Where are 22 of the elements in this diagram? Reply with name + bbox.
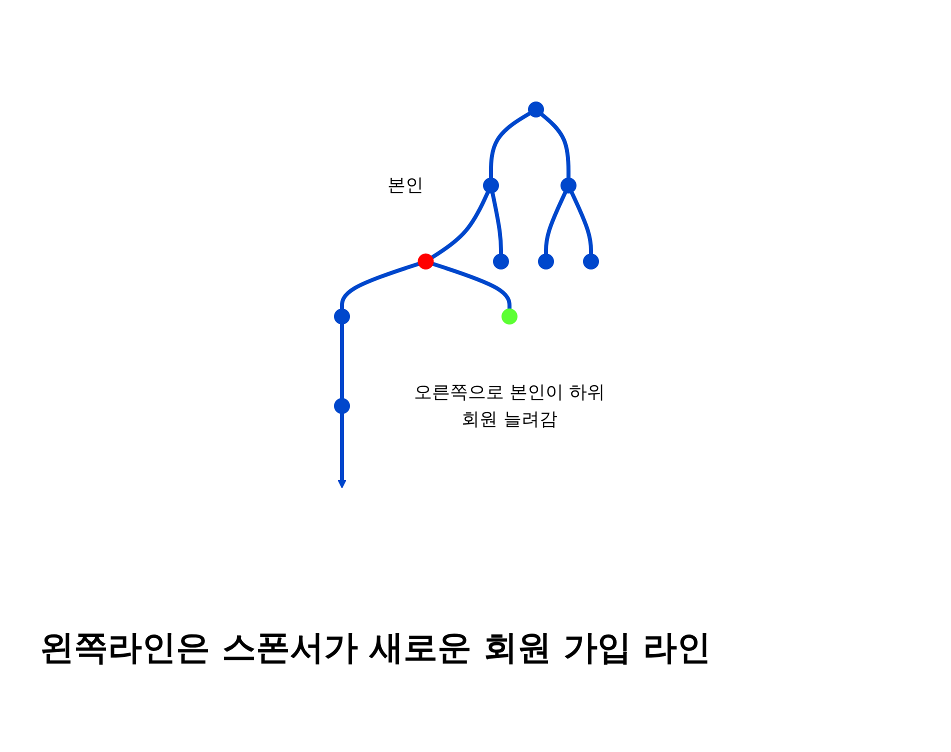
arrow (337, 414, 346, 488)
node-circle (482, 178, 499, 194)
node-circle (334, 308, 350, 324)
node-label: 오른쪽으로 본인이 하위회원 늘려감 (414, 382, 605, 430)
connector (570, 191, 593, 254)
node-circle (538, 254, 554, 270)
node-circle (418, 254, 434, 270)
node-circle (334, 398, 350, 414)
connector (488, 112, 530, 178)
connector (490, 192, 503, 254)
node-circle (501, 308, 518, 324)
connector (340, 262, 419, 309)
node-circle (582, 254, 599, 270)
node-circle (560, 178, 576, 194)
node-circle (492, 254, 509, 270)
note-text: 왼쪽라인은 스폰서가 새로운 회원 가입 라인 (40, 627, 712, 670)
node-label: 본인 (387, 175, 424, 196)
connector (340, 324, 344, 398)
connector (540, 112, 570, 178)
connector (430, 191, 490, 260)
node-circle (528, 102, 544, 118)
connector (544, 191, 567, 254)
